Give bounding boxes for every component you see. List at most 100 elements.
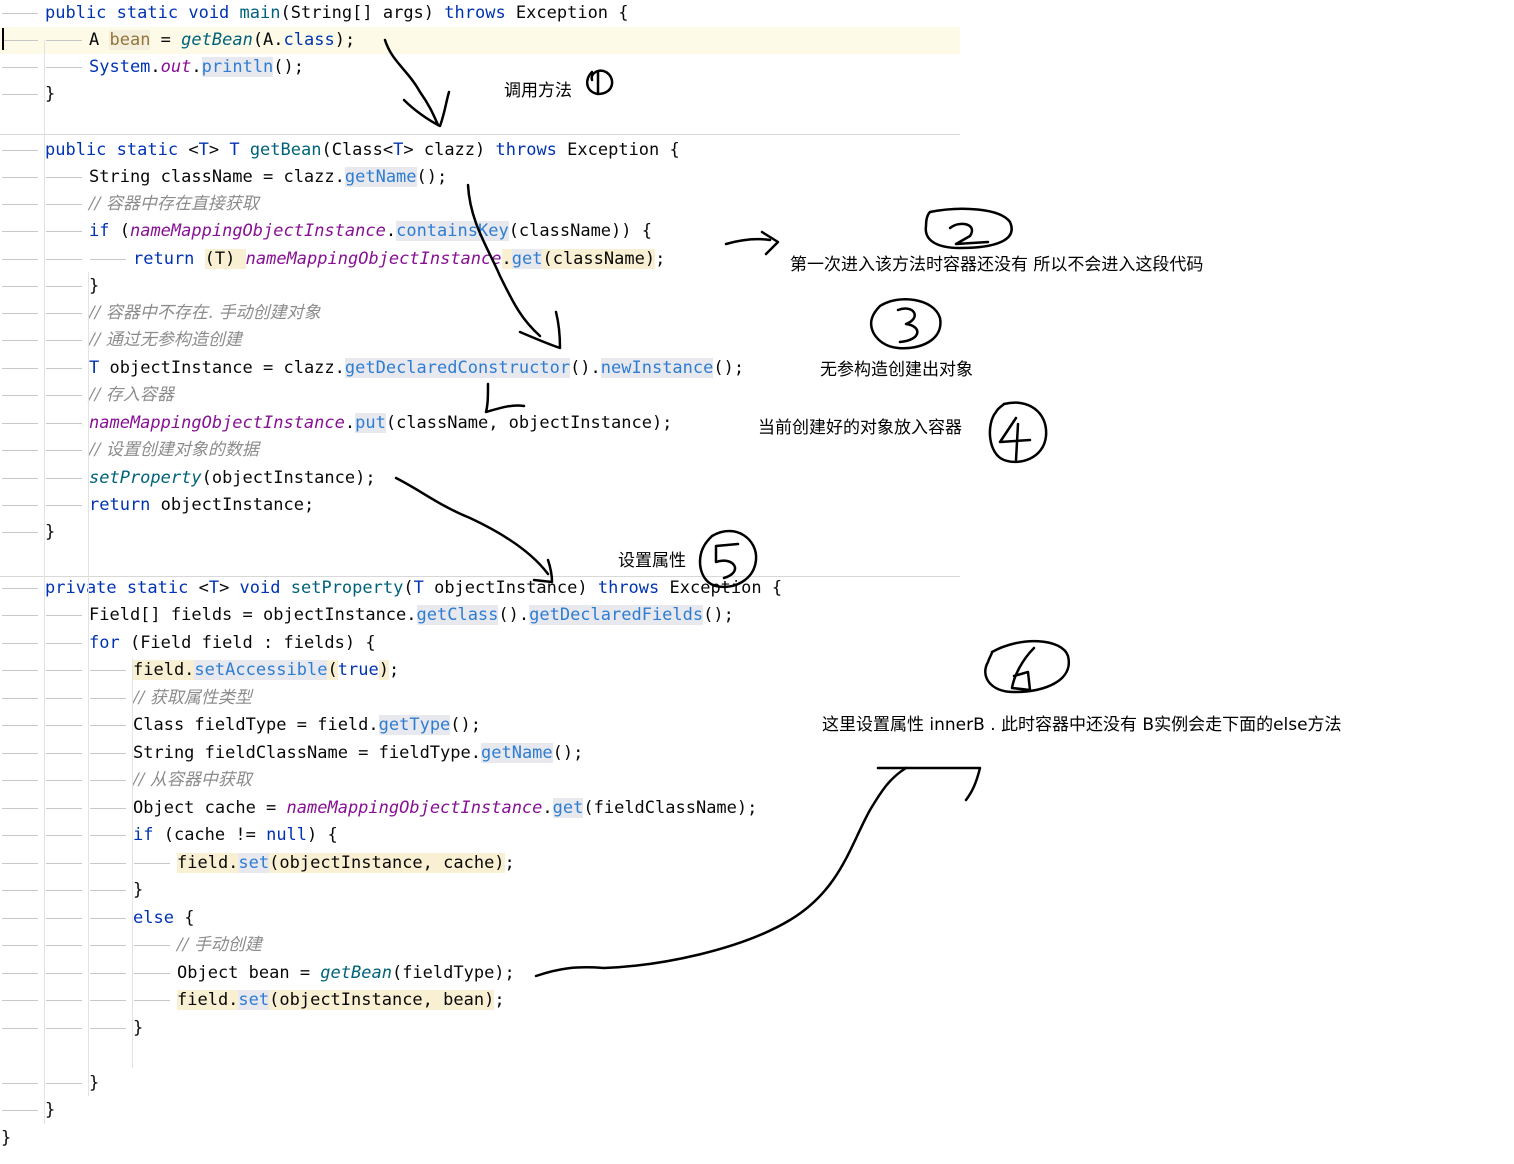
code-token: }: [133, 880, 144, 900]
code-text: nameMappingObjectInstance.put(className,…: [89, 410, 672, 437]
code-line[interactable]: private static <T> void setProperty(T ob…: [0, 575, 960, 602]
code-token: .: [501, 249, 512, 269]
indent-marker: [90, 753, 126, 754]
code-line[interactable]: for (Field field : fields) {: [0, 630, 960, 657]
indent-guide: [132, 658, 133, 1068]
code-comment: // 容器中不存在. 手动创建对象: [89, 303, 321, 323]
code-text: // 通过无参构造创建: [89, 327, 242, 354]
arrow-stroke: [534, 766, 908, 978]
code-text: // 存入容器: [89, 382, 174, 409]
code-line[interactable]: // 容器中存在直接获取: [0, 191, 960, 218]
code-token: main: [239, 3, 281, 23]
code-line[interactable]: Class fieldType = field.getType();: [0, 712, 960, 739]
code-line[interactable]: // 存入容器: [0, 382, 960, 409]
code-text: }: [1, 1125, 11, 1152]
circle-number-6: [984, 640, 1071, 694]
code-token: =: [150, 30, 182, 50]
code-text: field.set(objectInstance, cache);: [177, 850, 515, 877]
code-line[interactable]: Object cache = nameMappingObjectInstance…: [0, 795, 960, 822]
code-token: void: [239, 578, 281, 598]
indent-marker: [46, 231, 82, 232]
code-token: true: [337, 660, 379, 680]
indent-marker: [46, 835, 82, 836]
indent-marker: [2, 670, 38, 671]
indent-marker: [46, 177, 82, 178]
code-token: }: [133, 1018, 144, 1038]
code-line[interactable]: String className = clazz.getName();: [0, 164, 960, 191]
code-line[interactable]: // 从容器中获取: [0, 767, 960, 794]
code-comment: // 手动创建: [177, 935, 262, 955]
code-token: static: [126, 578, 189, 598]
code-line[interactable]: if (nameMappingObjectInstance.containsKe…: [0, 218, 960, 245]
code-line[interactable]: Field[] fields = objectInstance.getClass…: [0, 602, 960, 629]
code-token: <: [178, 140, 199, 160]
code-token: getDeclaredFields: [529, 605, 704, 625]
code-token: static: [116, 3, 179, 23]
code-token: else: [133, 908, 174, 928]
code-token: (Field field : fields) {: [119, 633, 376, 653]
indent-marker: [90, 1028, 126, 1029]
indent-marker: [2, 423, 38, 424]
code-text: T objectInstance = clazz.getDeclaredCons…: [89, 355, 744, 382]
code-comment: // 存入容器: [89, 385, 174, 405]
annotation-put-container: 当前创建好的对象放入容器: [758, 418, 962, 438]
code-line[interactable]: System.out.println();: [0, 54, 960, 81]
code-line[interactable]: field.set(objectInstance, bean);: [0, 987, 960, 1014]
code-line[interactable]: public static <T> T getBean(Class<T> cla…: [0, 137, 960, 164]
code-line[interactable]: if (cache != null) {: [0, 822, 960, 849]
code-line[interactable]: String fieldClassName = fieldType.getNam…: [0, 740, 960, 767]
code-line[interactable]: // 设置创建对象的数据: [0, 437, 960, 464]
code-token: }: [1, 1128, 12, 1148]
code-text: return (T) nameMappingObjectInstance.get…: [133, 246, 665, 273]
code-line[interactable]: }: [0, 1097, 960, 1124]
code-token: setAccessible: [194, 660, 328, 680]
indent-marker: [46, 725, 82, 726]
code-token: ();: [552, 743, 584, 763]
code-token: (: [327, 660, 338, 680]
code-token: T: [413, 578, 424, 598]
code-line[interactable]: // 获取属性类型: [0, 685, 960, 712]
indent-marker: [2, 863, 38, 864]
code-line[interactable]: }: [0, 1125, 960, 1152]
code-line[interactable]: }: [0, 1015, 960, 1042]
code-token: void: [188, 3, 230, 23]
code-line[interactable]: }: [0, 273, 960, 300]
code-line[interactable]: public static void main(String[] args) t…: [0, 0, 960, 27]
code-comment: // 通过无参构造创建: [89, 330, 242, 350]
code-line[interactable]: field.set(objectInstance, cache);: [0, 850, 960, 877]
code-line[interactable]: }: [0, 1070, 960, 1097]
indent-marker: [46, 670, 82, 671]
code-token: String className = clazz.: [89, 167, 345, 187]
code-line[interactable]: // 手动创建: [0, 932, 960, 959]
code-line[interactable]: setProperty(objectInstance);: [0, 465, 960, 492]
code-token: Class fieldType = field.: [133, 715, 379, 735]
indent-marker: [2, 286, 38, 287]
indent-marker: [46, 450, 82, 451]
indent-marker: [2, 204, 38, 205]
arrow-stroke: [383, 38, 440, 127]
code-line[interactable]: nameMappingObjectInstance.put(className,…: [0, 410, 960, 437]
indent-marker: [2, 40, 38, 41]
code-line[interactable]: }: [0, 519, 960, 546]
code-line[interactable]: field.setAccessible(true);: [0, 657, 960, 684]
code-line[interactable]: // 通过无参构造创建: [0, 327, 960, 354]
code-line[interactable]: }: [0, 877, 960, 904]
indent-marker: [46, 505, 82, 506]
indent-marker: [46, 698, 82, 699]
code-line[interactable]: return (T) nameMappingObjectInstance.get…: [0, 246, 960, 273]
indent-marker: [46, 423, 82, 424]
code-line[interactable]: Object bean = getBean(fieldType);: [0, 960, 960, 987]
code-line[interactable]: T objectInstance = clazz.getDeclaredCons…: [0, 355, 960, 382]
code-line[interactable]: A bean = getBean(A.class);: [0, 27, 960, 54]
indent-marker: [2, 808, 38, 809]
code-line[interactable]: }: [0, 81, 960, 108]
code-line[interactable]: else {: [0, 905, 960, 932]
code-token: throws: [495, 140, 557, 160]
indent-marker: [90, 698, 126, 699]
code-line[interactable]: // 容器中不存在. 手动创建对象: [0, 300, 960, 327]
indent-marker: [2, 231, 38, 232]
code-line[interactable]: return objectInstance;: [0, 492, 960, 519]
code-token: objectInstance;: [150, 495, 315, 515]
code-token: get: [511, 249, 543, 269]
code-token: nameMappingObjectInstance: [286, 798, 543, 818]
